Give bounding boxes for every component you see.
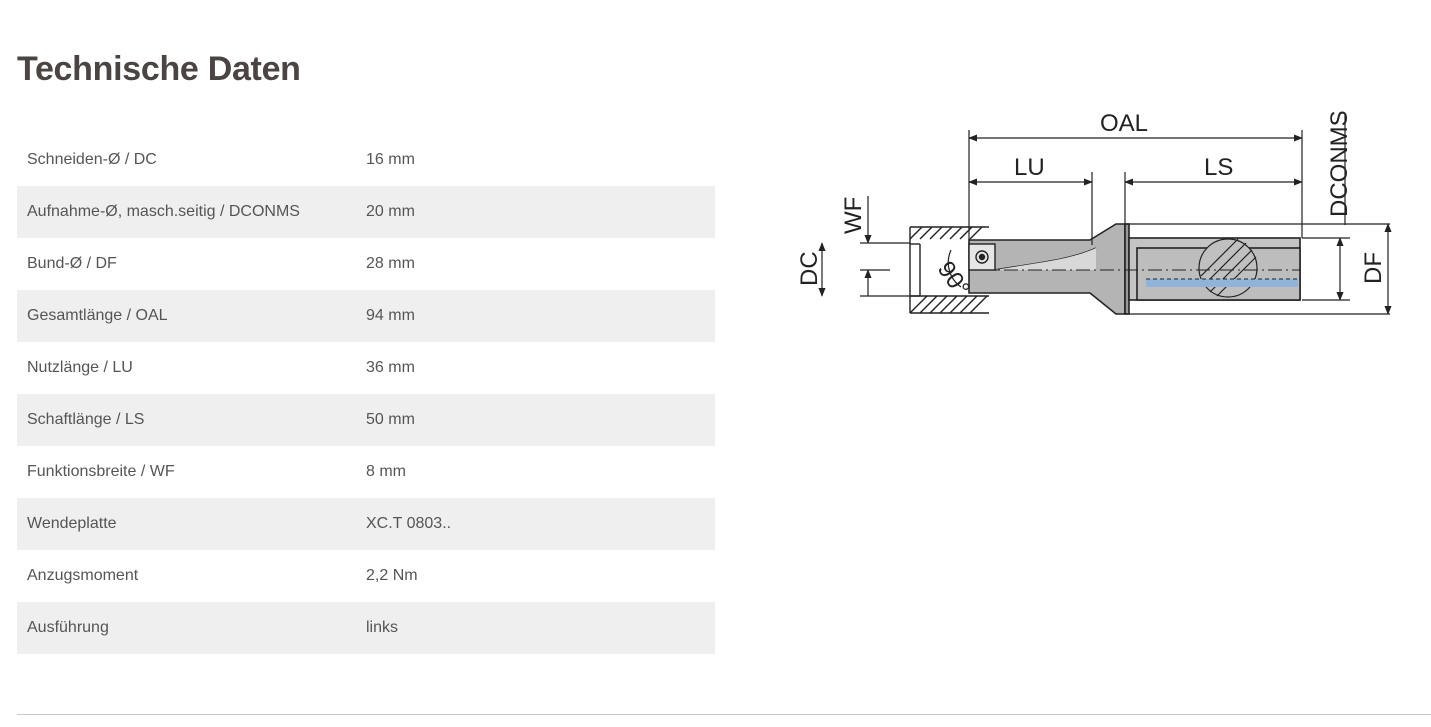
spec-table: Schneiden-Ø / DC 16 mm Aufnahme-Ø, masch…	[17, 134, 715, 654]
spec-label: Anzugsmoment	[27, 567, 139, 584]
flute-shade	[995, 248, 1096, 270]
spec-value: 36 mm	[366, 359, 415, 376]
spec-value: links	[366, 602, 715, 654]
spec-value: 50 mm	[366, 394, 715, 446]
spec-value: 16 mm	[366, 151, 415, 168]
spec-value: 2,2 Nm	[366, 567, 418, 584]
spec-label: Schneiden-Ø / DC	[27, 151, 157, 168]
df-label: DF	[1360, 252, 1387, 284]
table-row: Gesamtlänge / OAL 94 mm	[17, 290, 715, 342]
page-title: Technische Daten	[17, 50, 301, 88]
spec-value: 94 mm	[366, 290, 715, 342]
spec-label: Nutzlänge / LU	[27, 359, 133, 376]
shank-cross-section	[1198, 238, 1258, 298]
dimension-lines	[818, 134, 1392, 315]
table-row: Schneiden-Ø / DC 16 mm	[17, 134, 715, 186]
workpiece-hatching	[909, 226, 989, 314]
table-row: Wendeplatte XC.T 0803..	[17, 498, 715, 550]
ls-label: LS	[1204, 154, 1233, 181]
spec-label: Ausführung	[17, 602, 366, 654]
spec-value: 20 mm	[366, 186, 715, 238]
spec-label: Bund-Ø / DF	[27, 255, 117, 272]
insert	[968, 243, 996, 271]
lu-label: LU	[1014, 154, 1045, 181]
oal-label: OAL	[1100, 110, 1148, 137]
spec-label: Gesamtlänge / OAL	[17, 290, 366, 342]
spec-value: XC.T 0803..	[366, 498, 715, 550]
spec-label: Funktionsbreite / WF	[27, 463, 175, 480]
table-row: Funktionsbreite / WF 8 mm	[17, 446, 715, 498]
dconms-label: DCONMS	[1326, 110, 1353, 217]
spec-value: 8 mm	[366, 463, 406, 480]
wf-label: WF	[840, 197, 867, 234]
angle-arc	[947, 249, 962, 288]
table-row: Aufnahme-Ø, masch.seitig / DCONMS 20 mm	[17, 186, 715, 238]
spec-label: Wendeplatte	[17, 498, 366, 550]
table-row: Schaftlänge / LS 50 mm	[17, 394, 715, 446]
table-row: Nutzlänge / LU 36 mm	[17, 342, 715, 394]
table-row: Anzugsmoment 2,2 Nm	[17, 550, 715, 602]
divider	[17, 714, 1431, 715]
coolant-channel	[1146, 279, 1298, 287]
spec-value: 28 mm	[366, 255, 415, 272]
table-row: Bund-Ø / DF 28 mm	[17, 238, 715, 290]
tool-drawing: 90° OAL LU LS DCONMS WF DC DF	[796, 110, 1392, 315]
spec-label: Aufnahme-Ø, masch.seitig / DCONMS	[17, 186, 366, 238]
table-row: Ausführung links	[17, 602, 715, 654]
dc-label: DC	[796, 251, 823, 286]
spec-label: Schaftlänge / LS	[17, 394, 366, 446]
